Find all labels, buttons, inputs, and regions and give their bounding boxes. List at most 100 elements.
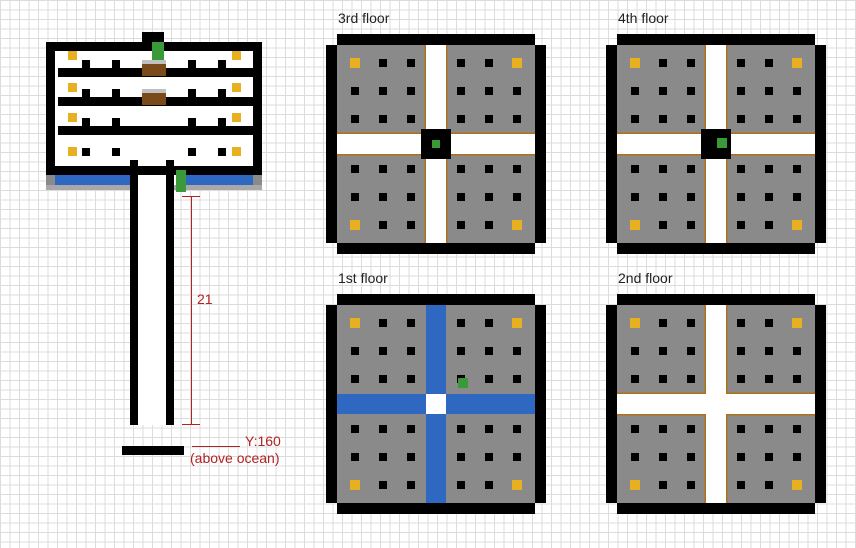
pillar [485, 319, 493, 327]
marker [717, 138, 727, 148]
center-block [706, 394, 726, 414]
pillar [659, 115, 667, 123]
floor-label-1st: 1st floor [338, 270, 388, 286]
torch [512, 220, 522, 230]
pillar [457, 319, 465, 327]
pillar [659, 165, 667, 173]
measure-tick-bottom [182, 424, 200, 425]
pillar [631, 87, 639, 95]
pillar [659, 375, 667, 383]
pillar [351, 165, 359, 173]
pillar [513, 347, 521, 355]
center-block [426, 394, 446, 414]
pillar [485, 221, 493, 229]
pillar [793, 115, 801, 123]
measure-line [191, 196, 192, 425]
pillar [793, 453, 801, 461]
pillar [659, 87, 667, 95]
pillar [485, 347, 493, 355]
floor-plan-3rd [326, 34, 546, 254]
floor-label-3rd: 3rd floor [338, 10, 390, 26]
pillar [407, 347, 415, 355]
pillar [737, 221, 745, 229]
pillar [407, 481, 415, 489]
floor-label-2nd: 2nd floor [618, 270, 673, 286]
pillar [687, 165, 695, 173]
pillar [765, 481, 773, 489]
floor-plan-1st [326, 294, 546, 514]
pillar [379, 347, 387, 355]
torch [512, 318, 522, 328]
pillar [631, 115, 639, 123]
pillar [513, 87, 521, 95]
pillar [793, 375, 801, 383]
pillar [485, 193, 493, 201]
pillar [379, 425, 387, 433]
pillar [379, 453, 387, 461]
torch [512, 480, 522, 490]
pillar [687, 481, 695, 489]
y-pointer-line [192, 446, 240, 447]
pillar [659, 221, 667, 229]
pillar [631, 453, 639, 461]
pillar [379, 165, 387, 173]
pillar [457, 453, 465, 461]
pillar [765, 453, 773, 461]
pillar [351, 425, 359, 433]
pillar [457, 347, 465, 355]
pillar [485, 165, 493, 173]
torch [630, 318, 640, 328]
pillar [737, 375, 745, 383]
pillar [659, 481, 667, 489]
pillar [737, 193, 745, 201]
pillar [351, 375, 359, 383]
pillar [351, 347, 359, 355]
torch [630, 480, 640, 490]
torch [630, 58, 640, 68]
pillar [351, 193, 359, 201]
pillar [765, 425, 773, 433]
pillar [407, 87, 415, 95]
torch [512, 58, 522, 68]
pillar [631, 165, 639, 173]
pillar [737, 425, 745, 433]
pillar [407, 375, 415, 383]
pillar [457, 481, 465, 489]
pillar [765, 221, 773, 229]
pillar [793, 87, 801, 95]
pillar [631, 347, 639, 355]
pillar [485, 453, 493, 461]
height-label: 21 [197, 291, 213, 307]
pillar [659, 319, 667, 327]
pillar [631, 375, 639, 383]
pillar [765, 115, 773, 123]
pillar [457, 115, 465, 123]
pillar [379, 87, 387, 95]
pillar [457, 221, 465, 229]
pillar [379, 115, 387, 123]
pillar [687, 115, 695, 123]
pillar [793, 425, 801, 433]
pillar [687, 221, 695, 229]
pillar [513, 115, 521, 123]
pillar [379, 375, 387, 383]
pillar [407, 425, 415, 433]
pillar [659, 453, 667, 461]
pillar [687, 375, 695, 383]
torch [792, 480, 802, 490]
pillar [351, 453, 359, 461]
pillar [659, 193, 667, 201]
pillar [765, 319, 773, 327]
pillar [765, 193, 773, 201]
pillar [793, 193, 801, 201]
pillar [687, 193, 695, 201]
pillar [513, 165, 521, 173]
pillar [485, 375, 493, 383]
pillar [379, 221, 387, 229]
pillar [737, 481, 745, 489]
pillar [737, 453, 745, 461]
torch [792, 220, 802, 230]
pillar [659, 59, 667, 67]
pillar [765, 375, 773, 383]
